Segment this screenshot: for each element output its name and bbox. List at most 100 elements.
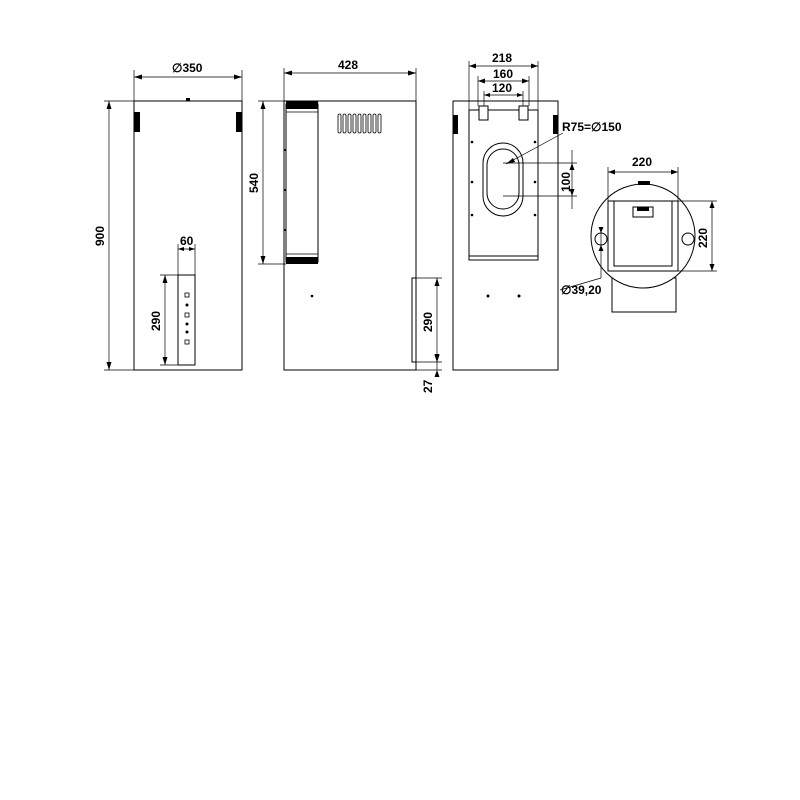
vent-slot: [342, 113, 347, 134]
back-mounting-plate: [468, 109, 539, 261]
arrow-icon: [178, 247, 184, 251]
side-filter-cap-top: [286, 101, 318, 109]
dim-label-back-mid: 160: [493, 67, 513, 81]
dim-label-top-width: 220: [632, 155, 652, 169]
arrow-icon: [408, 70, 416, 76]
control-led-2: [185, 322, 189, 326]
vent-slot: [337, 113, 342, 134]
back-dot: [517, 294, 521, 298]
control-button-3: [184, 339, 190, 345]
front-left-clip: [134, 112, 140, 132]
dim-label-filter-height: 540: [247, 173, 261, 193]
arrow-icon: [709, 201, 715, 208]
arrow-icon: [517, 93, 523, 97]
vent-slot: [377, 113, 382, 134]
vent-slot: [362, 113, 367, 134]
arrow-icon: [434, 370, 440, 377]
top-hole-right: [681, 232, 695, 246]
dim-label-top-hole: ∅39,20: [561, 283, 602, 297]
side-filter-cartridge: [285, 103, 319, 263]
arrow-icon: [469, 63, 476, 69]
dim-label-side-depth: 428: [338, 58, 358, 72]
dim-label-control-height: 290: [149, 311, 163, 331]
arrow-icon: [189, 247, 195, 251]
arrow-icon: [569, 189, 575, 196]
leader-hole: [559, 277, 602, 291]
arrow-icon: [284, 70, 292, 76]
arrow-icon: [134, 74, 142, 80]
back-plate-dot: [470, 140, 474, 144]
dim-label-side-foot: 27: [421, 379, 435, 393]
vent-slot: [352, 113, 357, 134]
control-led-1: [185, 303, 189, 307]
side-dot: [310, 294, 314, 298]
side-vent-grille: [337, 113, 382, 134]
dim-label-control-width: 60: [180, 234, 194, 248]
arrow-icon: [434, 355, 440, 362]
vent-slot: [367, 113, 372, 134]
arrow-icon: [522, 78, 529, 84]
arrow-icon: [598, 245, 604, 251]
vent-slot: [347, 113, 352, 134]
arrow-icon: [162, 357, 168, 365]
side-filter-cap-bottom: [286, 257, 318, 264]
arrow-icon: [234, 74, 242, 80]
arrow-icon: [531, 63, 538, 69]
side-dot: [284, 149, 286, 151]
arrow-icon: [260, 101, 266, 109]
back-duct-oval-outer: [482, 142, 524, 217]
arrow-icon: [506, 158, 515, 164]
arrow-icon: [162, 275, 168, 283]
dim-label-side-panel: 290: [421, 312, 435, 332]
dim-label-back-slot: 100: [559, 172, 573, 192]
front-right-clip: [236, 112, 242, 132]
control-button-2: [184, 312, 190, 318]
dim-label-back-inner: 120: [492, 81, 512, 95]
arrow-icon: [106, 362, 112, 370]
back-plate-dot: [533, 213, 537, 217]
arrow-icon: [106, 101, 112, 109]
arrow-icon: [598, 227, 604, 233]
side-view: 428 540 290 27: [247, 58, 442, 393]
arrow-icon: [608, 169, 615, 175]
back-post-left: [478, 105, 489, 121]
control-led-3: [185, 330, 189, 334]
back-duct-oval-inner: [486, 148, 520, 210]
top-view: 220 220 ∅39,20: [559, 155, 717, 313]
back-plate-dot: [533, 140, 537, 144]
top-edge-mark: [638, 181, 650, 185]
control-panel: [177, 274, 196, 366]
dim-label-back-outer: 218: [492, 51, 512, 65]
back-dot: [486, 294, 490, 298]
control-buttons: [184, 292, 190, 345]
side-dot: [284, 189, 286, 191]
top-connector-head: [637, 207, 649, 211]
side-control-panel: [411, 277, 417, 363]
side-dot: [284, 229, 286, 231]
dim-label-back-radius: R75=∅150: [562, 120, 622, 134]
back-post-right: [518, 105, 529, 121]
dim-label-front-height: 900: [93, 226, 107, 246]
back-plate-dot: [470, 213, 474, 217]
arrow-icon: [434, 278, 440, 286]
arrow-icon: [569, 163, 575, 170]
arrow-icon: [478, 78, 485, 84]
dim-label-top-height: 220: [696, 228, 710, 248]
vent-slot: [357, 113, 362, 134]
back-view: 218 160 120 R75=∅150 100: [452, 51, 622, 371]
back-plate-dot: [470, 180, 474, 184]
leader-radius: [505, 132, 564, 165]
arrow-icon: [260, 256, 266, 264]
front-top-mark: [186, 98, 190, 101]
vent-slot: [372, 113, 377, 134]
top-square-inner: [613, 200, 673, 267]
back-plate-dot: [533, 180, 537, 184]
back-left-clip: [453, 115, 458, 134]
arrow-icon: [671, 169, 678, 175]
arrow-icon: [484, 93, 490, 97]
dim-label-front-diameter: ∅350: [172, 61, 203, 75]
arrow-icon: [709, 264, 715, 271]
back-right-clip: [553, 115, 558, 134]
control-button-1: [184, 292, 190, 298]
